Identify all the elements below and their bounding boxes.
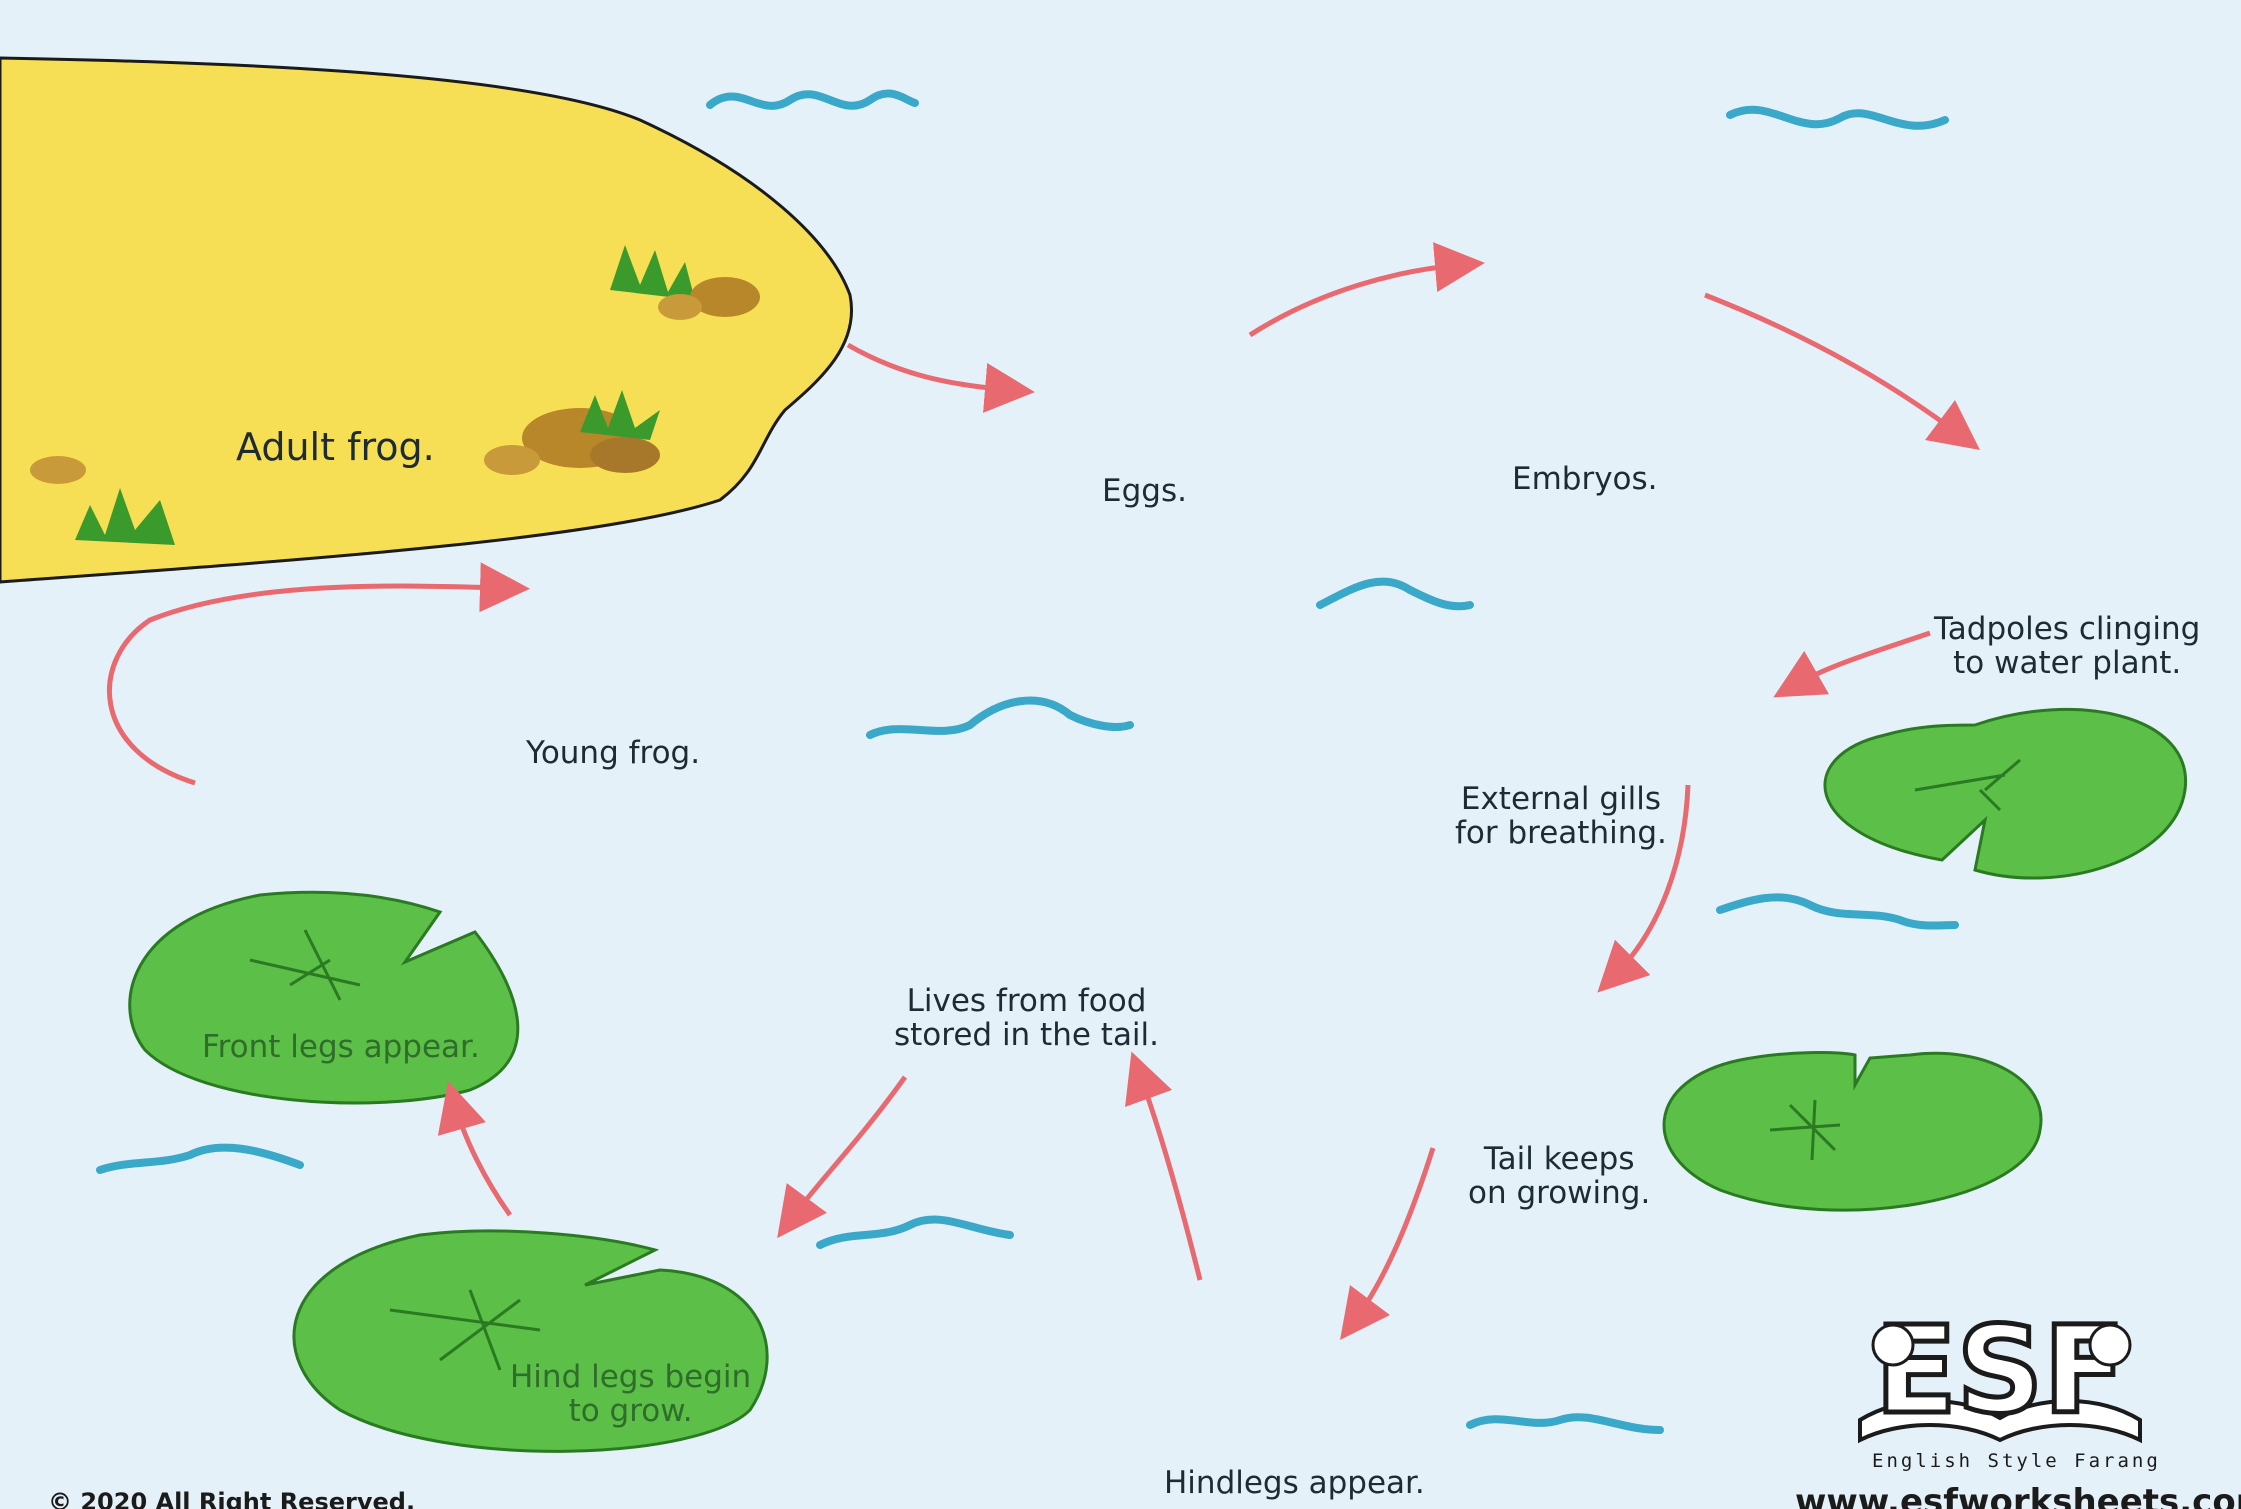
- label-external-gills: External gills for breathing.: [1455, 782, 1667, 850]
- label-tail-growing: Tail keeps on growing.: [1468, 1142, 1650, 1210]
- label-hind-legs-begin: Hind legs begin to grow.: [510, 1360, 751, 1428]
- small-rock-left: [30, 456, 86, 484]
- copyright-notice: © 2020 All Right Reserved.: [48, 1488, 415, 1509]
- label-eggs: Eggs.: [1102, 474, 1187, 508]
- label-embryos: Embryos.: [1512, 462, 1658, 496]
- label-front-legs-appear: Front legs appear.: [202, 1030, 480, 1064]
- svg-text:ESF: ESF: [1875, 1302, 2125, 1441]
- label-tadpoles: Tadpoles clinging to water plant.: [1934, 612, 2200, 680]
- label-young-frog: Young frog.: [526, 736, 700, 770]
- website-link[interactable]: www.esfworksheets.com: [1795, 1482, 2241, 1509]
- label-hindlegs-appear: Hindlegs appear.: [1164, 1466, 1425, 1500]
- esf-logo-book-icon: ESF: [1860, 1302, 2140, 1441]
- label-adult-frog: Adult frog.: [236, 430, 435, 464]
- label-lives-from-food: Lives from food stored in the tail.: [894, 984, 1159, 1052]
- logo-subtitle: English Style Farang: [1872, 1450, 2161, 1472]
